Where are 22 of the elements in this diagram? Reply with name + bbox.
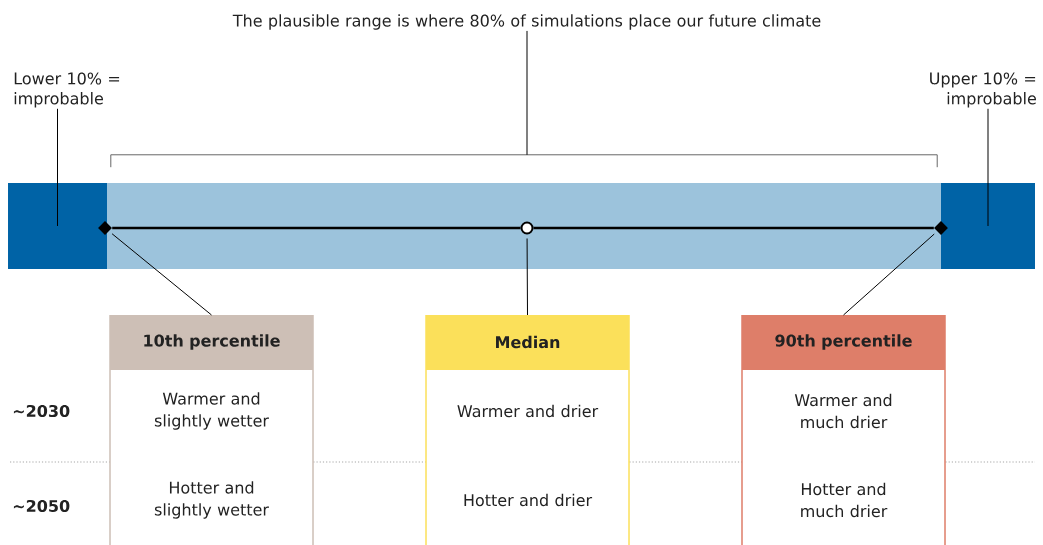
- leader-line: [111, 233, 212, 316]
- table-column: 10th percentile Warmer and slightly wetter Hotter and slightly wetter: [109, 315, 314, 545]
- leader-line: [526, 30, 528, 156]
- heading: The plausible range is where 80% of simulations place our future climate: [232, 14, 821, 30]
- note-text: Lower 10% = improbable: [14, 72, 120, 108]
- range-bar: [8, 183, 107, 269]
- diamond-marker: [934, 221, 948, 235]
- leader-line: [57, 108, 58, 227]
- row-label: ~2050: [13, 499, 70, 513]
- leader-line: [843, 233, 935, 316]
- leader-line: [987, 108, 989, 227]
- range-bar: [941, 183, 1035, 269]
- table-column: 90th percentile Warmer and much drier Hotter and much drier: [741, 315, 946, 545]
- range-bar: [107, 183, 941, 269]
- diamond-marker: [98, 221, 112, 235]
- bracket: [110, 154, 938, 168]
- table-column: Median Warmer and drier Hotter and drier: [425, 315, 630, 545]
- note-text: Upper 10% = improbable: [930, 72, 1036, 108]
- range-line: [533, 226, 934, 230]
- row-label: ~2030: [13, 404, 70, 418]
- range-line: [112, 226, 521, 230]
- leader-line: [526, 238, 528, 316]
